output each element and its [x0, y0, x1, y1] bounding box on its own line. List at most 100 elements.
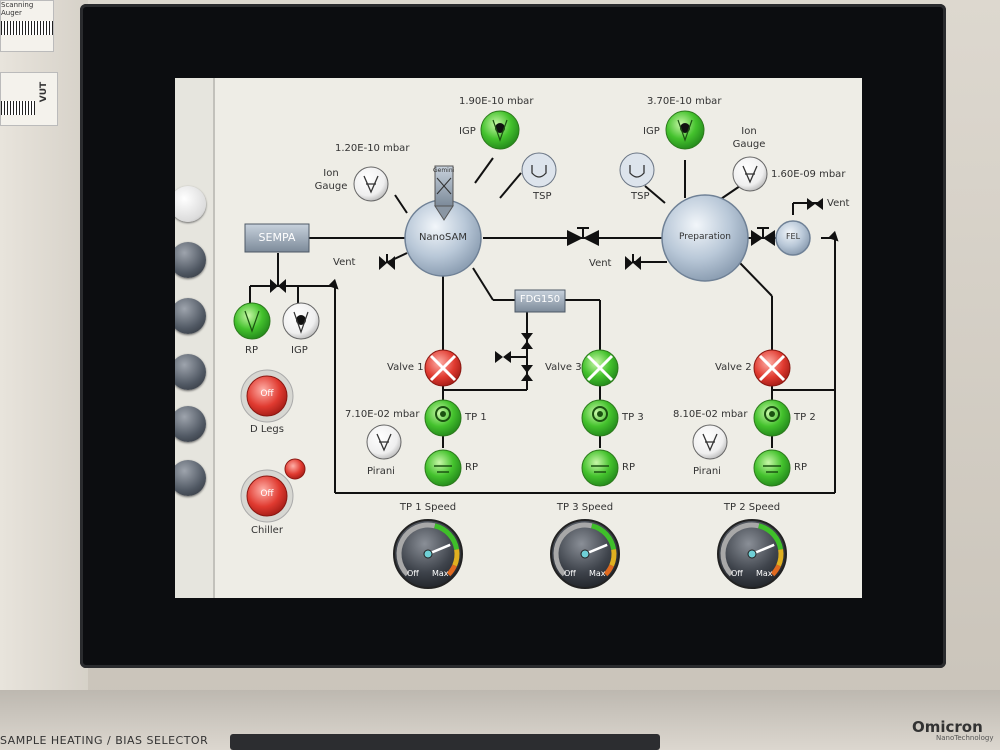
tp1-speed-title: TP 1 Speed [399, 502, 457, 513]
vent-label: Vent [333, 257, 356, 268]
pirani-label: Pirani [693, 466, 721, 477]
valve-1[interactable] [424, 349, 462, 387]
preparation-chamber[interactable] [661, 194, 749, 282]
chiller-off-label: Off [260, 489, 274, 499]
valve-3[interactable] [581, 349, 619, 387]
tsp-label: TSP [631, 191, 650, 202]
omicron-subtitle: NanoTechnology [936, 734, 994, 742]
gauge-max-label: Max [589, 569, 606, 578]
tp3-speed-gauge [550, 519, 620, 589]
panel-button-2[interactable] [175, 242, 206, 278]
tp-3-pump[interactable] [581, 399, 619, 437]
nanosam-igp-pressure: 1.90E-10 mbar [459, 96, 534, 107]
prep-ion-gauge[interactable] [732, 156, 768, 192]
nanosam-igp[interactable] [480, 110, 520, 150]
ion-gauge-label: Gauge [314, 181, 348, 192]
sempa-box[interactable] [244, 223, 310, 253]
pirani-label: Pirani [367, 466, 395, 477]
rp-label: RP [245, 345, 258, 356]
sempa-rp[interactable] [233, 302, 271, 340]
omicron-logo: Omicron [912, 718, 983, 736]
sempa-igp[interactable] [282, 302, 320, 340]
valve-3-label: Valve 3 [545, 362, 582, 373]
vent-valve[interactable] [807, 198, 823, 210]
fdg150-box[interactable] [514, 289, 566, 313]
tp-2-pump[interactable] [753, 399, 791, 437]
igp-label: IGP [643, 126, 660, 137]
flow-arrow [327, 278, 339, 290]
fdg-valve[interactable] [495, 333, 533, 381]
gauge-min-label: Off [407, 569, 419, 578]
nanosam-label: NanoSAM [418, 232, 468, 243]
nanosam-ion-gauge-pressure: 1.20E-10 mbar [335, 143, 410, 154]
barcode [1, 21, 53, 35]
ion-gauge-label: Ion [741, 126, 757, 137]
chiller-toggle[interactable] [240, 458, 306, 523]
selector-strip [230, 734, 660, 750]
tp1-speed-gauge [393, 519, 463, 589]
panel-button-5[interactable] [175, 406, 206, 442]
tp2-pirani-pressure: 8.10E-02 mbar [673, 409, 748, 420]
line-valve[interactable] [567, 227, 599, 246]
fel-label: FEL [785, 232, 801, 241]
rp-3-pump[interactable] [581, 449, 619, 487]
chiller-label: Chiller [251, 525, 283, 536]
panel-button-3[interactable] [175, 298, 206, 334]
prep-tsp[interactable] [619, 152, 655, 188]
pipe-network [249, 157, 836, 494]
panel-button-4[interactable] [175, 354, 206, 390]
tp2-speed-title: TP 2 Speed [723, 502, 781, 513]
speed-gauges [393, 519, 787, 589]
vent-label: Vent [827, 198, 850, 209]
valve-2[interactable] [753, 349, 791, 387]
igp-label: IGP [291, 345, 308, 356]
nanosam-ion-gauge[interactable] [353, 166, 389, 202]
vacuum-schematic [233, 110, 839, 589]
tp1-label: TP 1 [465, 412, 487, 423]
prep-igp-pressure: 3.70E-10 mbar [647, 96, 722, 107]
rp-label: RP [622, 462, 635, 473]
sticker-vut: VUT [38, 81, 49, 103]
gauge-max-label: Max [432, 569, 449, 578]
ion-gauge-label: Ion [323, 168, 339, 179]
panel-button-1[interactable] [175, 186, 206, 222]
gemini-column [434, 165, 454, 221]
tp-1-pump[interactable] [424, 399, 462, 437]
tsp-label: TSP [533, 191, 552, 202]
tp3-label: TP 3 [622, 412, 644, 423]
fel-chamber[interactable] [775, 220, 811, 256]
pirani-2-gauge[interactable] [692, 424, 728, 460]
hmi-screen: NanoSAM Preparation FEL Gemini SEMPA FDG… [175, 78, 862, 598]
gauge-min-label: Off [564, 569, 576, 578]
tp2-label: TP 2 [794, 412, 816, 423]
d-legs-label: D Legs [250, 424, 284, 435]
prep-ion-gauge-pressure: 1.60E-09 mbar [771, 169, 846, 180]
asset-sticker: VUT [0, 72, 58, 126]
panel-button-6[interactable] [175, 460, 206, 496]
vent-valve[interactable] [625, 254, 641, 270]
gauge-max-label: Max [756, 569, 773, 578]
tp3-speed-title: TP 3 Speed [556, 502, 614, 513]
sempa-valve[interactable] [270, 279, 286, 293]
rp-label: RP [465, 462, 478, 473]
valve-2-label: Valve 2 [715, 362, 752, 373]
nanosam-tsp[interactable] [521, 152, 557, 188]
d-legs-off-label: Off [260, 389, 274, 399]
side-panel [175, 78, 215, 598]
vent-valve[interactable] [379, 254, 395, 270]
fdg150-label: FDG150 [519, 294, 561, 305]
rp-2-pump[interactable] [753, 449, 791, 487]
barcode [1, 101, 35, 115]
tp1-pirani-pressure: 7.10E-02 mbar [345, 409, 420, 420]
sticker-text: Scanning Auger [1, 1, 34, 17]
d-legs-toggle[interactable] [240, 369, 294, 423]
line-valve[interactable] [751, 227, 775, 246]
tp2-speed-gauge [717, 519, 787, 589]
selector-label: SAMPLE HEATING / BIAS SELECTOR [0, 734, 209, 747]
ion-gauge-label: Gauge [732, 139, 766, 150]
pirani-1-gauge[interactable] [366, 424, 402, 460]
rp-1-pump[interactable] [424, 449, 462, 487]
igp-label: IGP [459, 126, 476, 137]
prep-igp[interactable] [665, 110, 705, 150]
barcode-sticker: Scanning Auger [0, 0, 54, 52]
